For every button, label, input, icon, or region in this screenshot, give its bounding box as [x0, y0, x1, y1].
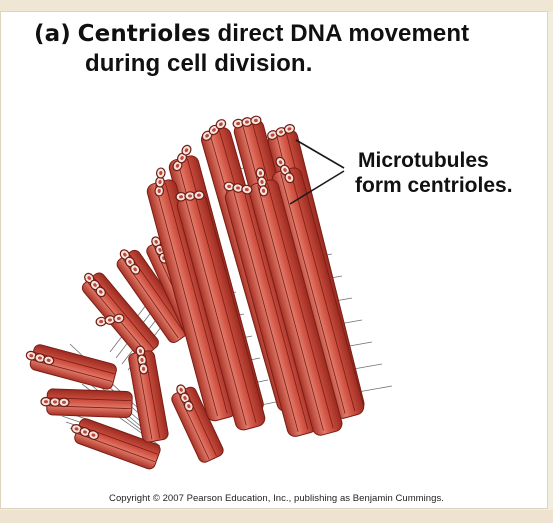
heading-line2: during cell division.	[85, 50, 313, 77]
bottom-strip	[0, 510, 553, 523]
copyright-notice: Copyright © 2007 Pearson Education, Inc.…	[109, 493, 444, 504]
callout-line1: Microtubules	[358, 149, 489, 172]
microtubules-callout-label: Microtubules form centrioles.	[355, 148, 513, 198]
front-tubule-triplets	[146, 119, 365, 437]
callout-line2: form centrioles.	[355, 174, 513, 197]
callout-pointer-lines	[289, 139, 345, 205]
heading-line1-rest: direct DNA movement	[217, 20, 470, 47]
part-label: (a)	[34, 21, 71, 47]
rear-centriole	[24, 234, 224, 470]
figure-heading: (a) Centrioles direct DNA movement durin…	[34, 19, 534, 78]
top-frame	[0, 0, 553, 12]
heading-keyword: Centrioles	[77, 21, 211, 47]
rear-tubule-triplets	[29, 238, 224, 470]
front-centriole	[146, 114, 393, 437]
